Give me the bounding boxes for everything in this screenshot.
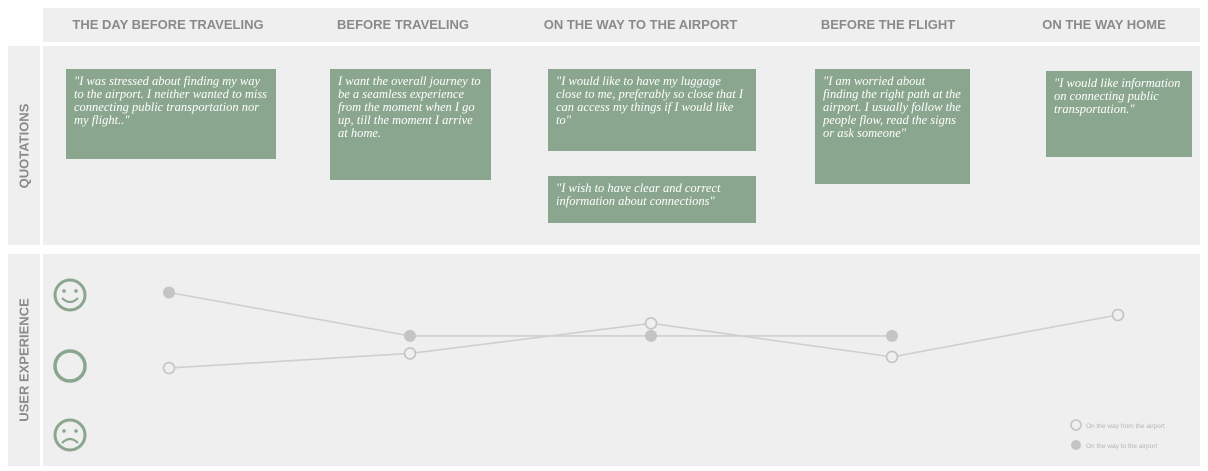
data-point-filled [886, 329, 898, 342]
happy-face-icon [53, 278, 87, 312]
data-point-hollow [403, 347, 417, 360]
user-experience-panel: On the way from the airport On the way t… [43, 254, 1200, 466]
phase-header: THE DAY BEFORE TRAVELING BEFORE TRAVELIN… [43, 8, 1200, 42]
quotations-panel: "I was stressed about finding my way to … [43, 46, 1200, 245]
data-point-filled [163, 286, 175, 299]
quotations-label: QUOTATIONS [16, 103, 32, 188]
legend-hollow-marker [1070, 419, 1082, 431]
neutral-face-icon [53, 349, 87, 383]
user-experience-chart: On the way from the airport On the way t… [53, 278, 1165, 452]
quote-card: "I wish to have clear and correct inform… [548, 176, 756, 223]
data-point-filled [645, 329, 657, 342]
legend-label: On the way from the airport [1086, 423, 1165, 430]
quote-card: "I would like to have my luggage close t… [548, 69, 756, 151]
phase-title: BEFORE THE FLIGHT [820, 17, 956, 32]
data-point-hollow [885, 350, 899, 364]
experience-row-label: USER EXPERIENCE [8, 254, 40, 466]
quote-card: "I was stressed about finding my way to … [66, 69, 276, 159]
legend-filled-marker [1071, 440, 1081, 450]
chart-legend: On the way from the airport On the way t… [1070, 419, 1165, 450]
data-point-hollow [644, 317, 658, 330]
legend-label: On the way to the airport [1086, 443, 1157, 450]
data-point-hollow [162, 361, 176, 375]
phase-title: ON THE WAY HOME [1042, 17, 1166, 32]
data-point-filled [404, 329, 416, 342]
quote-card: "I am worried about finding the right pa… [815, 69, 970, 184]
sad-face-icon [53, 418, 87, 452]
quote-card: I want the overall journey to be a seaml… [330, 69, 491, 180]
phase-title: BEFORE TRAVELING [337, 17, 469, 32]
user-experience-label: USER EXPERIENCE [16, 298, 32, 422]
data-point-hollow [1111, 308, 1125, 322]
quote-card: "I would like information on connecting … [1046, 71, 1192, 157]
quotations-row-label: QUOTATIONS [8, 46, 40, 245]
series-line [168, 314, 1119, 369]
phase-title: ON THE WAY TO THE AIRPORT [543, 17, 738, 32]
phase-title: THE DAY BEFORE TRAVELING [72, 17, 264, 32]
series-line [168, 291, 892, 337]
